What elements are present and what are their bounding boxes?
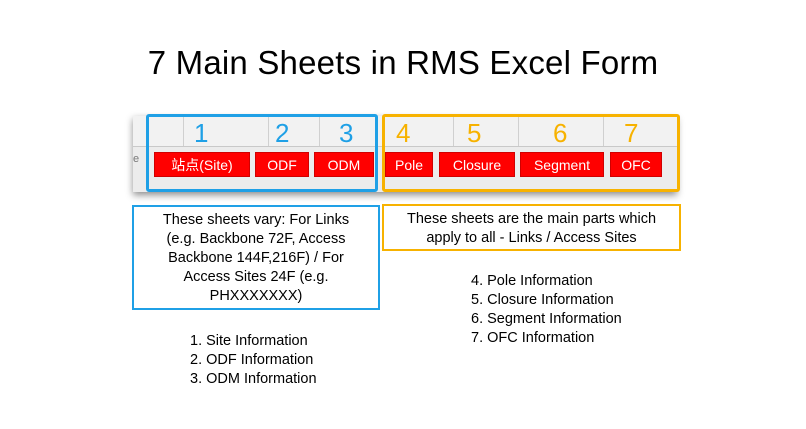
tab-number-6: 6	[553, 118, 568, 148]
main-sheets-callout: These sheets are the main parts which ap…	[382, 204, 681, 251]
tab-number-5: 5	[467, 118, 482, 148]
grid-line	[183, 116, 184, 146]
sheet-tab-closure[interactable]: Closure	[439, 152, 515, 177]
list-item: 3. ODM Information	[190, 371, 317, 387]
tab-number-3: 3	[339, 118, 354, 148]
list-item: 1. Site Information	[190, 333, 308, 349]
callout-line: PHXXXXXXX)	[209, 288, 303, 304]
tab-number-2: 2	[275, 118, 290, 148]
grid-line	[268, 116, 269, 146]
variable-sheets-callout: These sheets vary: For Links (e.g. Backb…	[132, 205, 380, 310]
grid-line	[518, 116, 519, 146]
list-item: 7. OFC Information	[471, 330, 595, 346]
callout-line: These sheets are the main parts which	[406, 211, 657, 227]
site-sheets-list: 1. Site Information 2. ODF Information 3…	[190, 332, 317, 389]
sheet-tab-site[interactable]: 站点(Site)	[154, 152, 250, 177]
grid-line	[319, 116, 320, 146]
list-item: 4. Pole Information	[471, 273, 593, 289]
blue-group-highlight	[146, 114, 378, 192]
tab-number-7: 7	[624, 118, 639, 148]
list-item: 2. ODF Information	[190, 352, 314, 368]
callout-line: These sheets vary: For Links	[162, 212, 350, 228]
sheet-tab-ofc[interactable]: OFC	[610, 152, 662, 177]
callout-line: apply to all - Links / Access Sites	[426, 230, 637, 246]
list-item: 6. Segment Information	[471, 311, 622, 327]
grid-line	[133, 146, 677, 147]
sheet-tab-segment[interactable]: Segment	[520, 152, 604, 177]
callout-line: Backbone 144F,216F) / For	[168, 250, 344, 266]
callout-line: Access Sites 24F (e.g.	[183, 269, 329, 285]
tab-overflow-indicator[interactable]: e	[133, 153, 140, 165]
grid-line	[603, 116, 604, 146]
list-item: 5. Closure Information	[471, 292, 614, 308]
main-sheets-list: 4. Pole Information 5. Closure Informati…	[471, 272, 622, 348]
sheet-tab-odf[interactable]: ODF	[255, 152, 309, 177]
slide-title: 7 Main Sheets in RMS Excel Form	[147, 44, 659, 81]
orange-group-highlight	[382, 114, 680, 192]
sheet-tab-odm[interactable]: ODM	[314, 152, 374, 177]
sheet-tab-pole[interactable]: Pole	[385, 152, 433, 177]
grid-line	[453, 116, 454, 146]
callout-line: (e.g. Backbone 72F, Access	[166, 231, 346, 247]
tab-number-4: 4	[396, 118, 411, 148]
tab-number-1: 1	[194, 118, 209, 148]
